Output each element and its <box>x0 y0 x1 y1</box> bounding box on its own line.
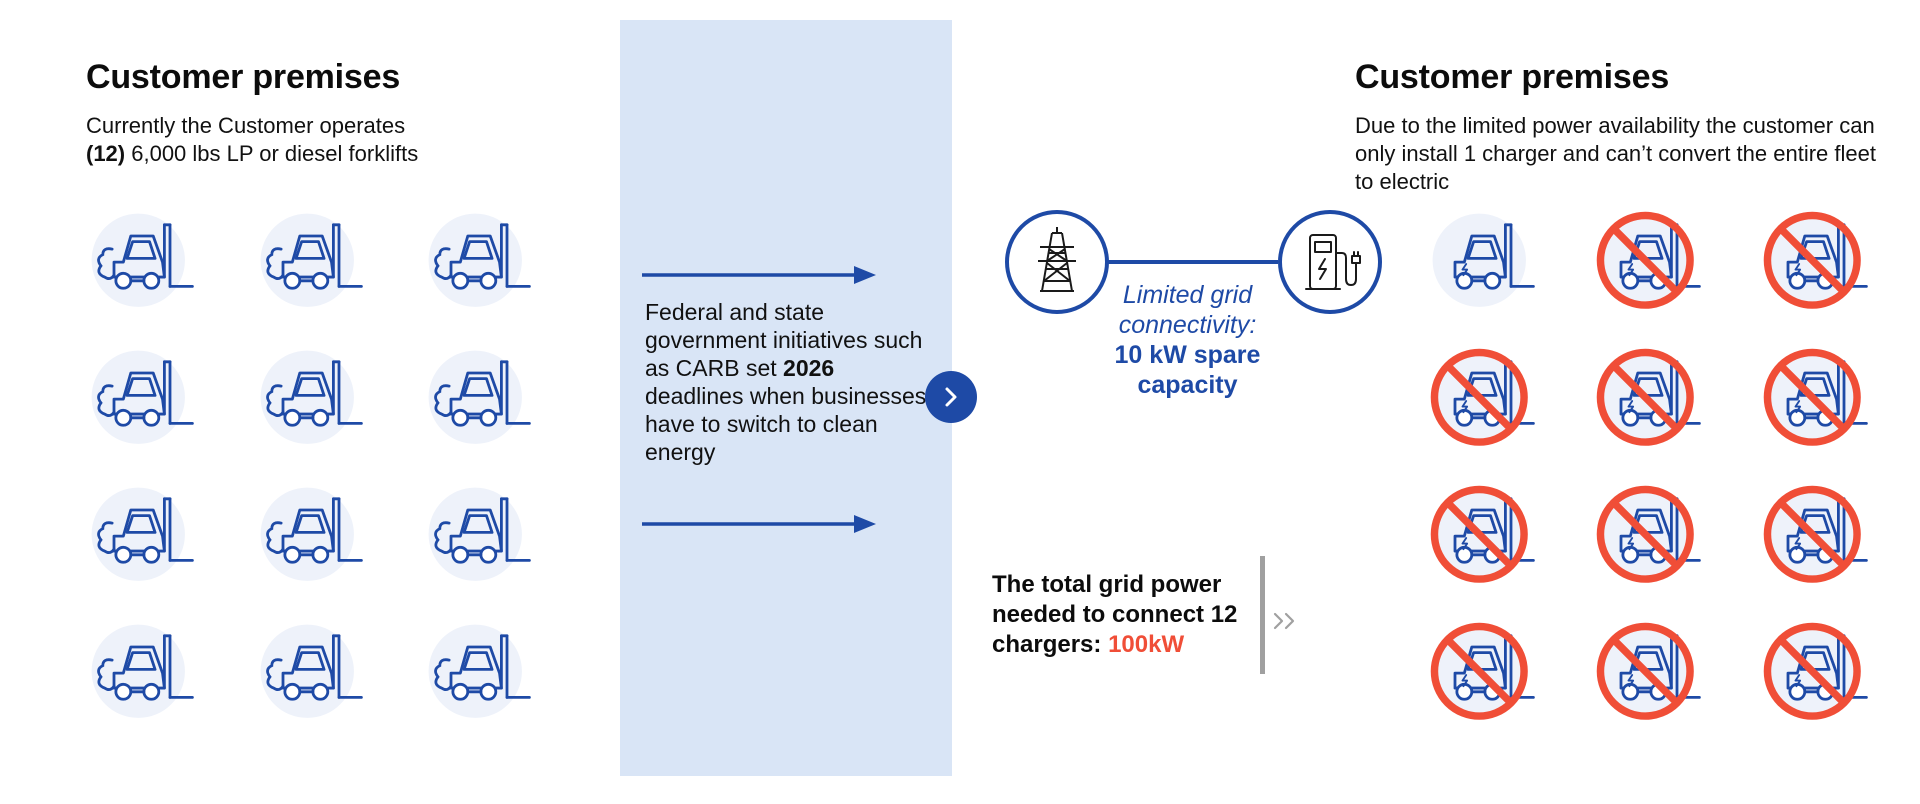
diesel-forklift-icon <box>260 624 363 718</box>
right-title: Customer premises <box>1355 58 1670 96</box>
electric-forklift-icon <box>1432 213 1535 307</box>
diesel-forklift-icon <box>428 624 531 718</box>
chevron-right-icon <box>945 387 957 407</box>
electric-forklift-icon <box>1430 348 1535 446</box>
forklift-cell <box>255 208 367 320</box>
forklift-cell <box>423 345 535 457</box>
electric-forklift-icon <box>1596 485 1701 583</box>
right-description: Due to the limited power availability th… <box>1355 113 1876 194</box>
grid-label-bold: 10 kW spare capacity <box>1114 341 1261 399</box>
forklift-cell-prohibited <box>1593 482 1705 594</box>
forklift-cell-prohibited <box>1427 619 1539 731</box>
middle-text-after: deadlines when businesses have to switch… <box>645 383 927 465</box>
arrow-bottom-icon <box>642 515 876 533</box>
power-tower-icon <box>1005 210 1109 314</box>
forklift-cell-prohibited <box>1760 208 1872 320</box>
left-desc-line1: Currently the Customer operates <box>86 113 406 138</box>
electric-forklift-icon <box>1430 485 1535 583</box>
next-chevron-button[interactable] <box>925 371 977 423</box>
forklift-cell <box>255 482 367 594</box>
forklift-cell-prohibited <box>1593 208 1705 320</box>
left-title: Customer premises <box>86 58 401 96</box>
forklift-cell-prohibited <box>1427 482 1539 594</box>
forklift-cell <box>86 345 198 457</box>
electric-forklift-icon <box>1430 622 1535 720</box>
diesel-forklift-icon <box>260 487 363 581</box>
forklift-cell <box>423 619 535 731</box>
forklift-cell-allowed <box>1427 208 1539 320</box>
diesel-forklift-icon <box>428 213 531 307</box>
total-divider <box>1260 556 1265 674</box>
left-desc-count: (12) <box>86 141 126 166</box>
prohibited-icon <box>1430 348 1528 446</box>
forklift-cell <box>86 208 198 320</box>
left-desc-line2: 6,000 lbs LP or diesel forklifts <box>125 141 419 166</box>
ev-charger-icon <box>1278 210 1382 314</box>
forklift-cell <box>86 619 198 731</box>
electric-forklift-icon <box>1763 348 1868 446</box>
forklift-cell-prohibited <box>1427 345 1539 457</box>
left-description: Currently the Customer operates (12) 6,0… <box>86 112 526 168</box>
prohibited-icon <box>1763 211 1861 309</box>
grid-connection-diagram <box>1005 210 1382 314</box>
electric-forklift-icon <box>1596 622 1701 720</box>
electric-forklift-icon <box>1763 211 1868 309</box>
diesel-forklift-icon <box>428 487 531 581</box>
forklift-cell <box>86 482 198 594</box>
electric-forklift-icon <box>1596 211 1701 309</box>
forklift-cell-prohibited <box>1593 345 1705 457</box>
diesel-forklift-icon <box>91 624 194 718</box>
diesel-forklift-icon <box>91 213 194 307</box>
middle-text-year: 2026 <box>783 355 835 381</box>
prohibited-icon <box>1596 485 1694 583</box>
forklift-cell <box>423 208 535 320</box>
total-power-label: The total grid power needed to connect 1… <box>992 571 1238 658</box>
grid-capacity-label: Limited grid connectivity: 10 kW spare c… <box>1090 280 1285 400</box>
diesel-forklift-icon <box>91 487 194 581</box>
prohibited-icon <box>1430 485 1528 583</box>
prohibited-icon <box>1763 348 1861 446</box>
electric-forklift-icon <box>1763 485 1868 583</box>
prohibited-icon <box>1596 211 1694 309</box>
diesel-forklift-icon <box>428 350 531 444</box>
electric-forklift-icon <box>1763 622 1868 720</box>
double-chevron-icon <box>1273 612 1295 630</box>
forklift-cell <box>255 345 367 457</box>
prohibited-icon <box>1763 485 1861 583</box>
prohibited-icon <box>1596 622 1694 720</box>
grid-label-italic: Limited grid connectivity: <box>1118 281 1257 339</box>
total-power-value: 100kW <box>1108 631 1185 658</box>
forklift-cell-prohibited <box>1760 619 1872 731</box>
arrow-top-icon <box>642 266 876 284</box>
forklift-cell-prohibited <box>1760 345 1872 457</box>
forklift-cell-prohibited <box>1760 482 1872 594</box>
diesel-forklift-icon <box>91 350 194 444</box>
forklift-cell <box>423 482 535 594</box>
prohibited-icon <box>1596 348 1694 446</box>
middle-text-before: Federal and state government initiatives… <box>645 299 923 381</box>
total-power-text: The total grid power needed to connect 1… <box>992 570 1262 660</box>
electric-forklift-icon <box>1596 348 1701 446</box>
forklift-cell <box>255 619 367 731</box>
diesel-forklift-icon <box>260 213 363 307</box>
diesel-forklift-icon <box>260 350 363 444</box>
middle-text: Federal and state government initiatives… <box>645 298 935 466</box>
middle-panel <box>620 20 952 776</box>
forklift-cell-prohibited <box>1593 619 1705 731</box>
prohibited-icon <box>1763 622 1861 720</box>
prohibited-icon <box>1430 622 1528 720</box>
